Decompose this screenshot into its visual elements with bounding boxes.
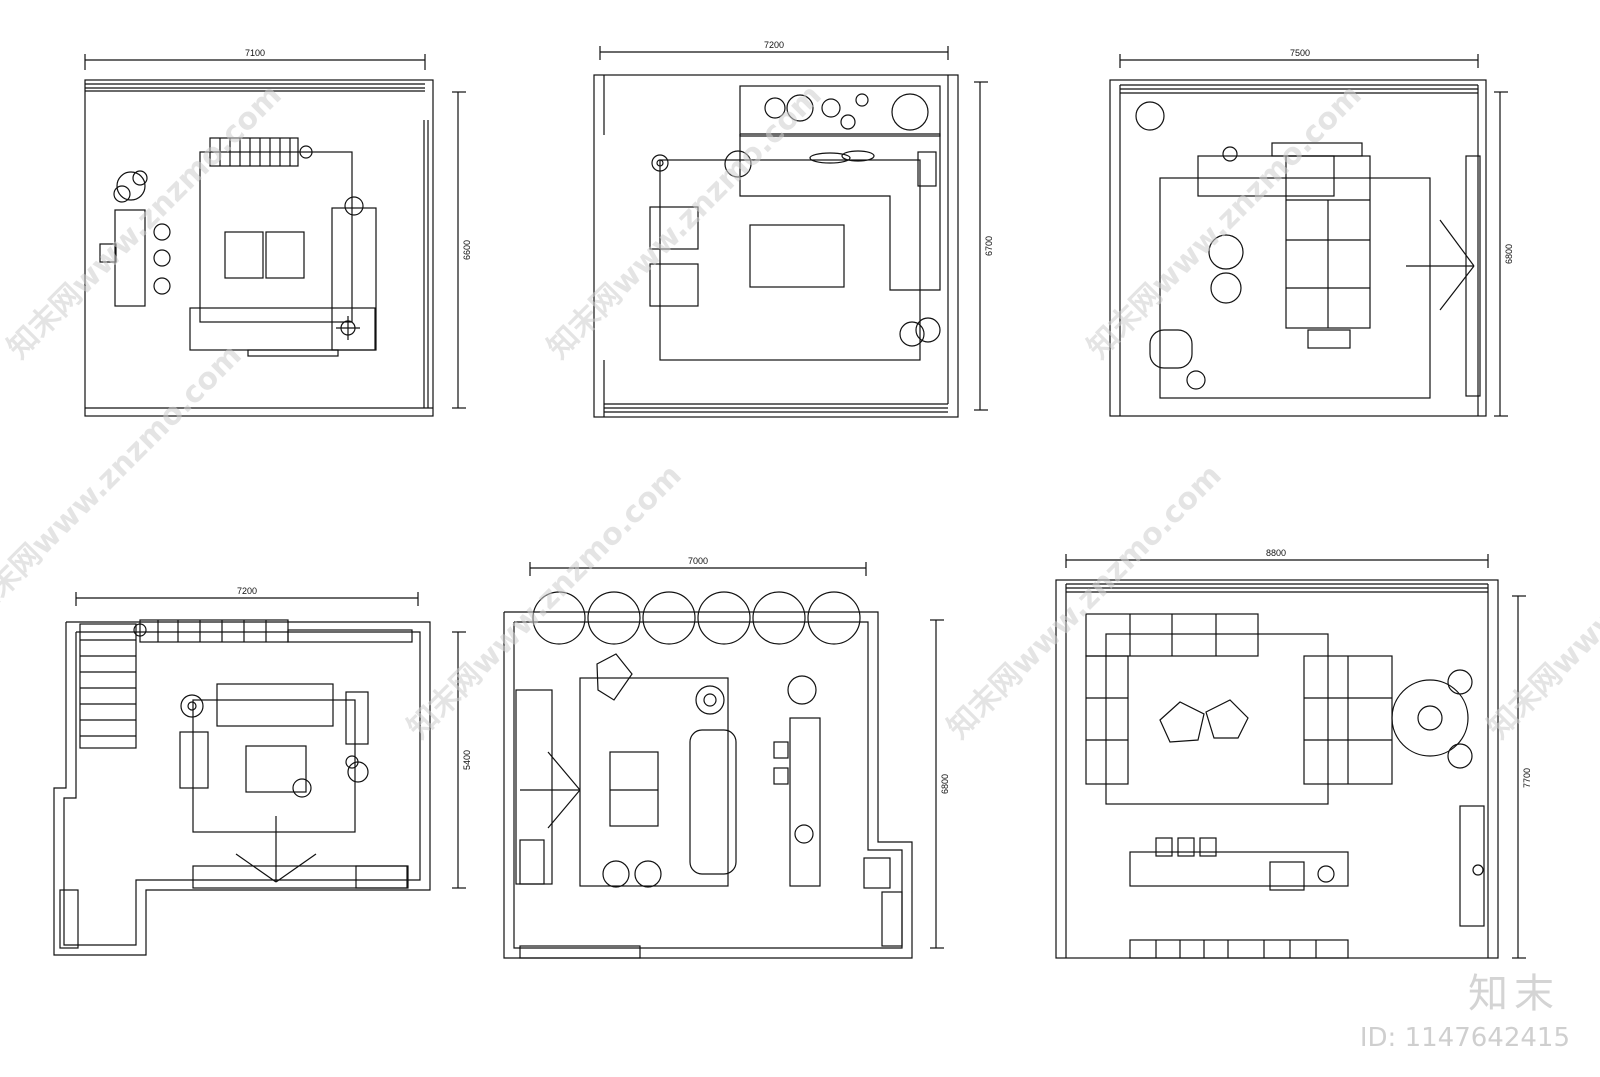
watermark-text: 知末网www.znzmo.com bbox=[0, 338, 249, 626]
watermark-text: 知末网www.znzmo.com bbox=[541, 78, 829, 366]
floor-plan-2: 7200 6700 bbox=[593, 40, 994, 418]
watermark-text: 知末网www.znzmo.com bbox=[401, 458, 689, 746]
floor-plan-4: 7200 5400 bbox=[53, 586, 472, 956]
plan-4-width-label: 7200 bbox=[237, 586, 257, 596]
plan-2-width-label: 7200 bbox=[764, 40, 784, 50]
floor-plan-1: 7100 6600 bbox=[84, 48, 472, 417]
plan-5-width-label: 7000 bbox=[688, 556, 708, 566]
plan-2-height-label: 6700 bbox=[984, 236, 994, 256]
plan-6-height-label: 7700 bbox=[1522, 768, 1532, 788]
plan-3-height-label: 6800 bbox=[1504, 244, 1514, 264]
floor-plan-5: 7000 6800 bbox=[503, 556, 950, 959]
plan-1-height-label: 6600 bbox=[462, 240, 472, 260]
plan-5-height-label: 6800 bbox=[940, 774, 950, 794]
plan-4-height-label: 5400 bbox=[462, 750, 472, 770]
floor-plan-6: 8800 7700 bbox=[1055, 548, 1532, 959]
brand-logo-text: 知末 bbox=[1468, 971, 1560, 1017]
image-id-label: ID: 1147642415 bbox=[1359, 1023, 1570, 1053]
watermark-text: 知末网www.znzmo.com bbox=[941, 458, 1229, 746]
floor-plan-3: 7500 6800 bbox=[1109, 48, 1514, 417]
watermark-text: 知末网www.znzmo.com bbox=[1481, 458, 1600, 746]
plan-6-width-label: 8800 bbox=[1266, 548, 1286, 558]
plan-3-width-label: 7500 bbox=[1290, 48, 1310, 58]
plan-1-width-label: 7100 bbox=[245, 48, 265, 58]
watermark-text: 知末网www.znzmo.com bbox=[1081, 78, 1369, 366]
